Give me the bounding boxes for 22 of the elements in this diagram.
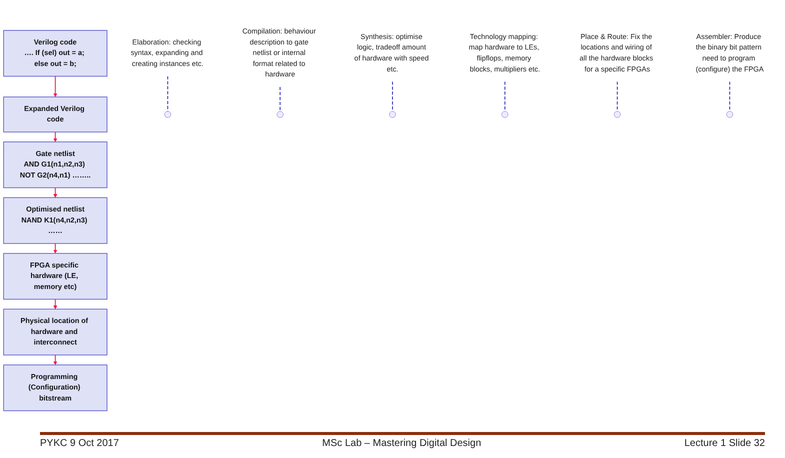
connector bbox=[729, 81, 730, 112]
node-box bbox=[3, 141, 108, 188]
node-box bbox=[3, 96, 108, 132]
connector bbox=[392, 81, 393, 112]
arrow bbox=[53, 131, 58, 142]
arrow bbox=[53, 76, 58, 97]
arrow bbox=[53, 242, 58, 254]
node-box bbox=[3, 197, 108, 244]
footer-text: Lecture 1 Slide 32 bbox=[684, 438, 765, 449]
connector bbox=[616, 81, 618, 112]
node-box bbox=[3, 364, 108, 411]
arrow bbox=[53, 187, 58, 198]
arrow bbox=[53, 354, 58, 365]
node-box bbox=[3, 30, 108, 76]
node-box bbox=[3, 252, 108, 300]
connector bbox=[280, 86, 281, 112]
node-box bbox=[3, 308, 108, 356]
connector bbox=[167, 76, 168, 112]
footer-text: MSc Lab – Mastering Digital Design bbox=[322, 438, 482, 449]
footer-text: PYKC 9 Oct 2017 bbox=[40, 438, 119, 449]
arrow bbox=[53, 298, 58, 310]
connector bbox=[504, 81, 506, 112]
